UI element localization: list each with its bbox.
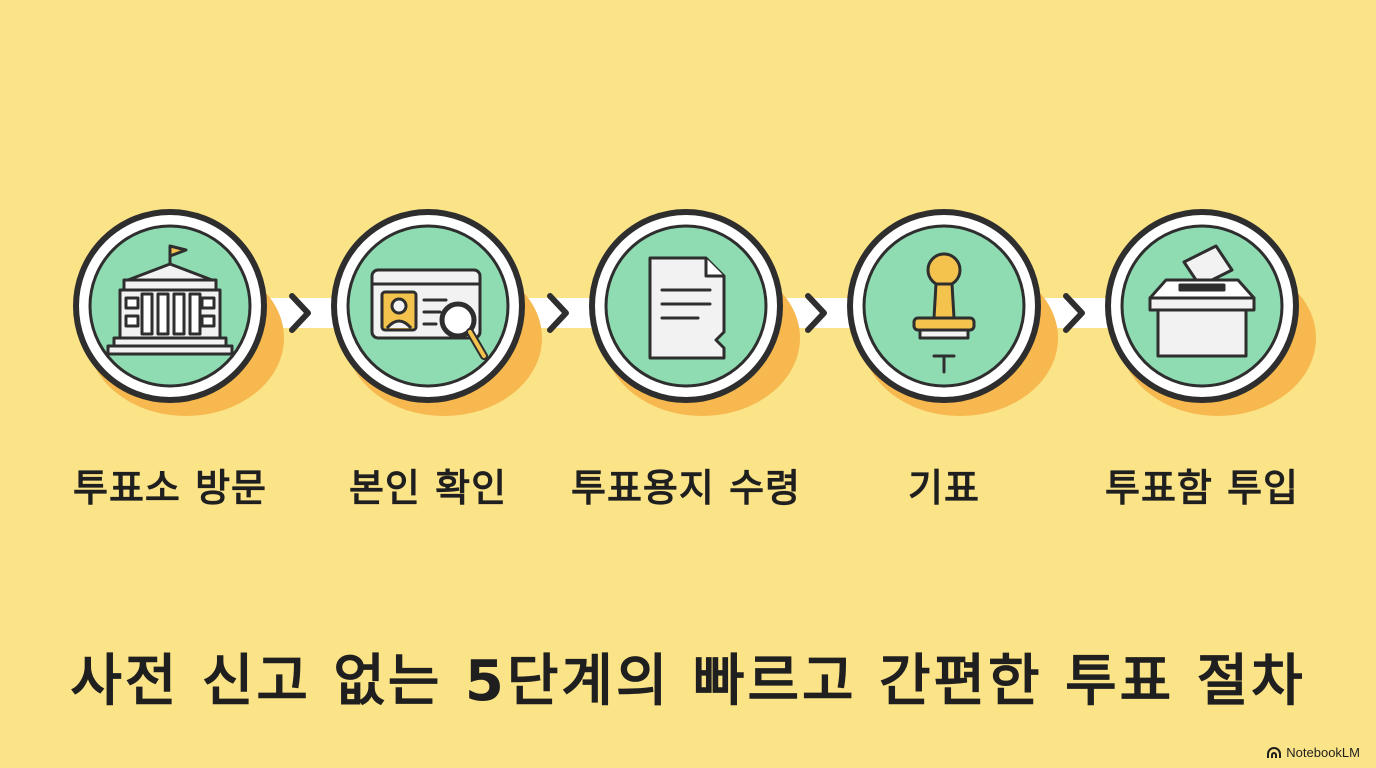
arrow-icon	[547, 293, 569, 333]
government-building-icon	[106, 244, 234, 356]
id-card-search-icon	[370, 268, 488, 360]
arrow-icon	[1063, 293, 1085, 333]
step-label-receive-ballot: 투표용지 수령	[571, 466, 801, 510]
step-identity-check	[331, 209, 525, 403]
ballot-box-icon	[1148, 244, 1256, 358]
process-flow	[73, 209, 1316, 416]
step-label-mark: 기표	[908, 466, 980, 510]
arrow-icon	[805, 293, 827, 333]
step-label-cast: 투표함 투입	[1104, 466, 1300, 510]
step-label-identity: 본인 확인	[348, 466, 508, 510]
step-label-visit: 투표소 방문	[72, 466, 268, 510]
step-receive-ballot	[589, 209, 783, 403]
brand-name: NotebookLM	[1286, 745, 1360, 760]
stamp-icon	[912, 252, 976, 374]
step-visit-polling-station	[73, 209, 267, 403]
step-mark-ballot	[847, 209, 1041, 403]
arrow-icon	[289, 293, 311, 333]
tagline: 사전 신고 없는 5단계의 빠르고 간편한 투표 절차	[70, 649, 1306, 714]
brand-watermark: NotebookLM	[1267, 745, 1360, 760]
step-arrows	[289, 293, 1085, 333]
step-cast-ballot	[1105, 209, 1299, 403]
notebooklm-logo-icon	[1267, 746, 1282, 758]
ballot-paper-icon	[648, 256, 726, 360]
